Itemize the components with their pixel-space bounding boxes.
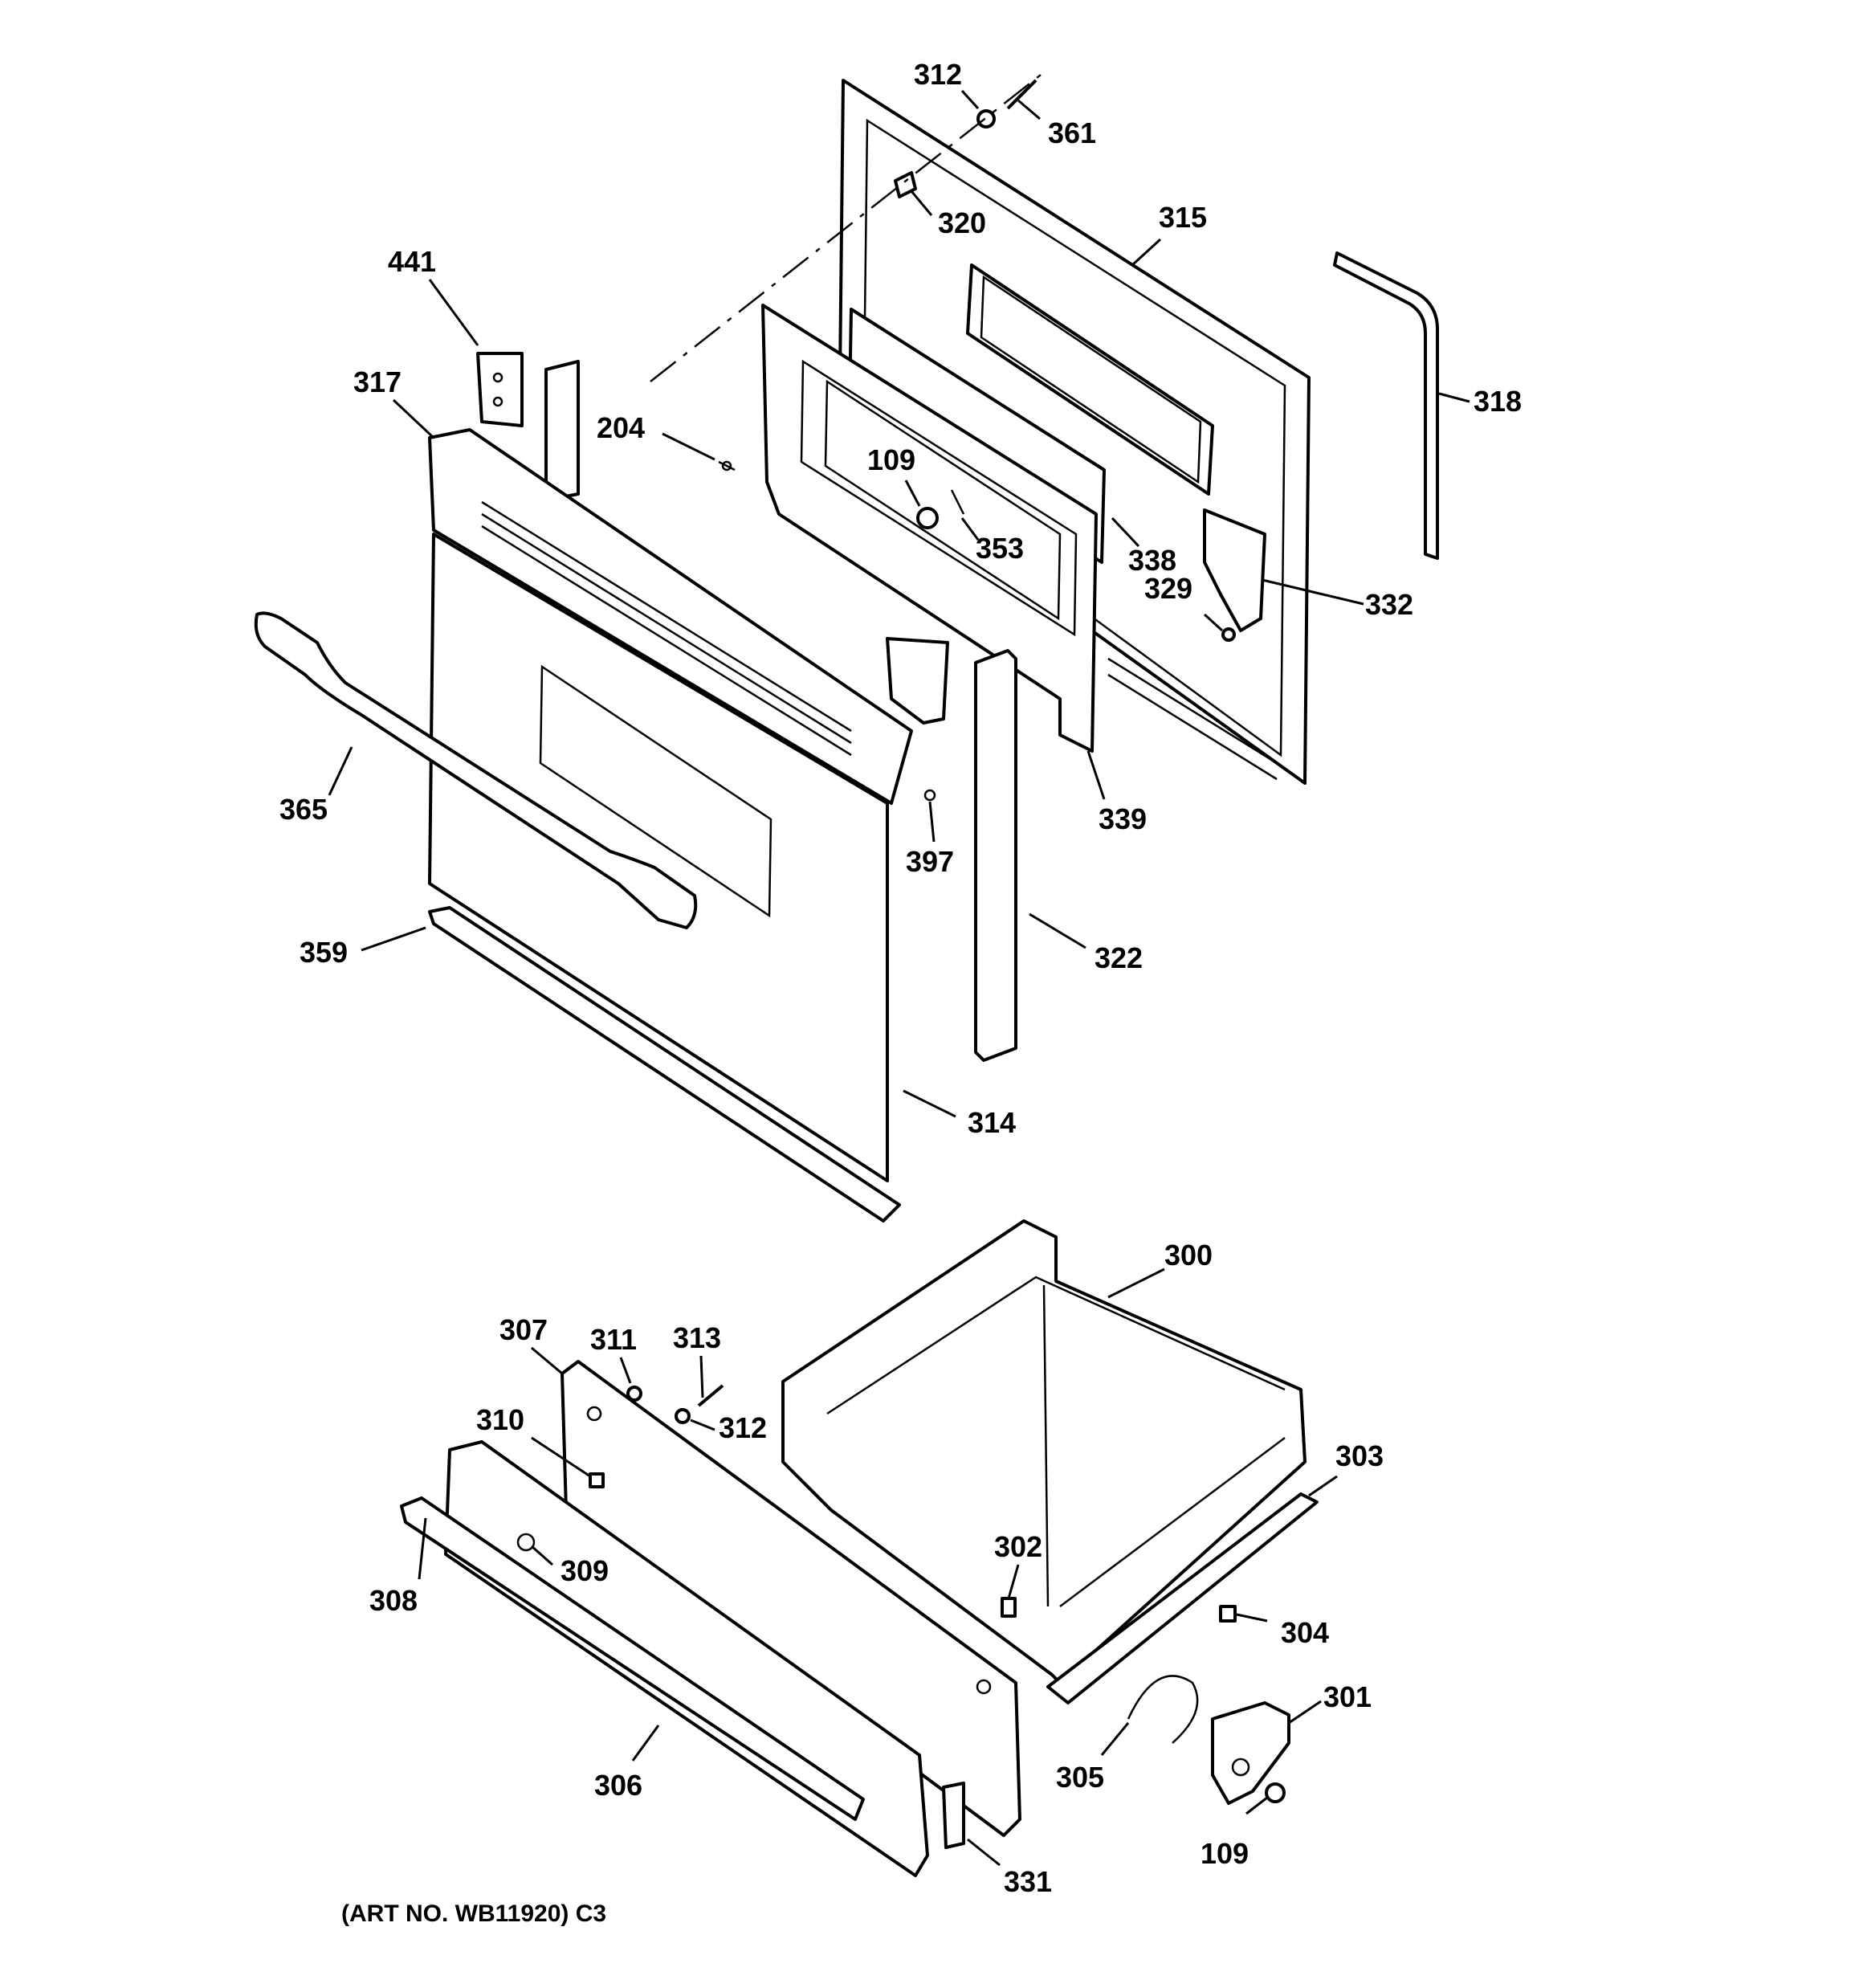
stud-302 <box>1001 1597 1017 1618</box>
drawer-body-300 <box>781 1219 1307 1684</box>
callout-322: 322 <box>1095 941 1143 974</box>
hinge-441 <box>476 352 524 427</box>
callout-339: 339 <box>1099 802 1147 835</box>
side-trim-322 <box>974 649 1017 1062</box>
bracket-301 <box>1211 1701 1290 1805</box>
door-gasket-318 <box>1333 251 1439 560</box>
callout-320: 320 <box>938 206 986 239</box>
callout-331: 331 <box>1004 1865 1052 1898</box>
callout-441: 441 <box>388 245 436 278</box>
callout-309: 309 <box>561 1554 609 1587</box>
door-liner-315 <box>838 79 1311 785</box>
callout-labels: 312 361 320 315 441 318 317 204 109 353 … <box>279 58 1522 1898</box>
callout-315: 315 <box>1159 201 1207 234</box>
nut-311 <box>626 1386 642 1402</box>
callout-318: 318 <box>1474 385 1522 418</box>
callout-308: 308 <box>369 1584 418 1617</box>
callout-365: 365 <box>279 793 328 826</box>
bracket-332 <box>1203 508 1266 632</box>
callout-361: 361 <box>1048 116 1096 149</box>
art-number-caption: (ART NO. WB11920) C3 <box>341 1900 606 1927</box>
door-channel-left <box>544 360 580 500</box>
callout-353: 353 <box>976 532 1024 565</box>
door-bottom-trim-359 <box>428 906 901 1223</box>
callout-317: 317 <box>353 365 402 398</box>
callout-109-lower: 109 <box>1201 1837 1249 1870</box>
callout-307: 307 <box>499 1313 548 1346</box>
callout-332: 332 <box>1365 588 1413 621</box>
washer-312-upper <box>976 109 996 129</box>
callout-109-upper: 109 <box>867 443 915 476</box>
callout-303: 303 <box>1335 1439 1384 1472</box>
callout-338: 338 <box>1128 544 1176 577</box>
washer-312-lower <box>675 1408 691 1424</box>
callout-204: 204 <box>597 411 645 444</box>
callout-314: 314 <box>968 1106 1016 1139</box>
screw-329 <box>1221 627 1236 642</box>
screw-353 <box>950 489 965 515</box>
screw-313 <box>697 1384 724 1407</box>
leader-lines <box>328 89 1470 1867</box>
callout-302: 302 <box>994 1530 1042 1563</box>
guide-320 <box>894 171 917 198</box>
callout-312-upper: 312 <box>914 58 962 91</box>
callout-306: 306 <box>594 1769 642 1802</box>
callout-300: 300 <box>1164 1239 1213 1272</box>
outer-door-panel-314 <box>428 533 889 1182</box>
drawer-rail-303 <box>1046 1492 1319 1704</box>
nut-109-lower <box>1265 1782 1286 1803</box>
callout-329: 329 <box>1144 572 1192 605</box>
callout-313: 313 <box>673 1321 721 1354</box>
callout-304: 304 <box>1281 1616 1329 1649</box>
assembly-centerline <box>650 71 1045 382</box>
door-handle-365 <box>254 611 698 929</box>
callout-397: 397 <box>906 845 954 878</box>
clip-310 <box>589 1472 605 1488</box>
vent-trim-317 <box>428 428 913 805</box>
callout-310: 310 <box>476 1403 524 1436</box>
clip-331 <box>942 1782 965 1849</box>
screw-204 <box>718 460 736 471</box>
nut-109-upper <box>916 507 939 529</box>
callout-311: 311 <box>590 1323 637 1356</box>
hinge-bracket-right <box>886 637 949 725</box>
callout-301: 301 <box>1323 1680 1372 1713</box>
callout-312-lower: 312 <box>719 1411 767 1444</box>
callout-305: 305 <box>1056 1761 1104 1794</box>
screw-361 <box>1006 79 1037 110</box>
spring-305 <box>1127 1675 1199 1744</box>
clip-304 <box>1219 1605 1237 1623</box>
screw-397 <box>923 789 936 802</box>
callout-359: 359 <box>300 936 348 969</box>
drawer-trim-308 <box>400 1496 865 1821</box>
